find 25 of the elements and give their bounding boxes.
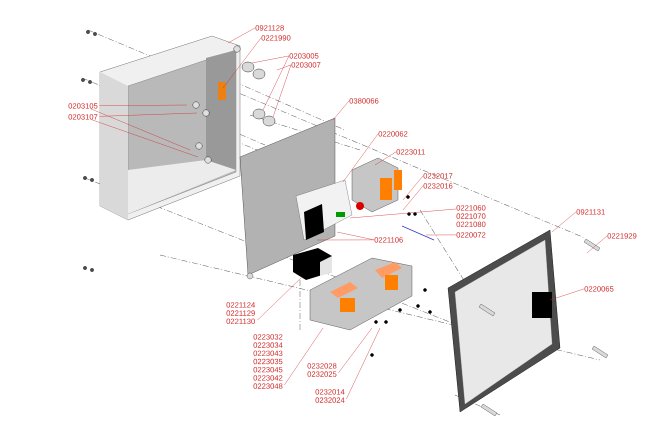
leader-line	[262, 56, 290, 110]
leader-line	[342, 134, 378, 182]
leader-line	[276, 64, 292, 70]
leader-line	[346, 328, 380, 400]
leader-line	[252, 56, 290, 64]
leader-line	[228, 28, 256, 44]
leader-line	[426, 234, 456, 236]
leader-line	[99, 112, 198, 117]
leader-line	[222, 38, 262, 88]
leader-line	[552, 212, 576, 232]
leader-line	[284, 328, 324, 386]
leader-line	[336, 232, 374, 240]
leader-line	[374, 152, 396, 166]
leader-line	[338, 328, 372, 374]
leader-line	[99, 104, 188, 106]
leader-line	[92, 120, 198, 158]
leader-line	[550, 288, 584, 300]
leader-line	[332, 100, 350, 120]
leader-line	[90, 108, 190, 150]
leader-line	[402, 176, 424, 200]
leader-line	[402, 186, 424, 210]
leader-line	[350, 208, 456, 218]
leader-line	[586, 236, 608, 254]
leader-line	[257, 276, 302, 320]
leader-line	[272, 64, 292, 118]
